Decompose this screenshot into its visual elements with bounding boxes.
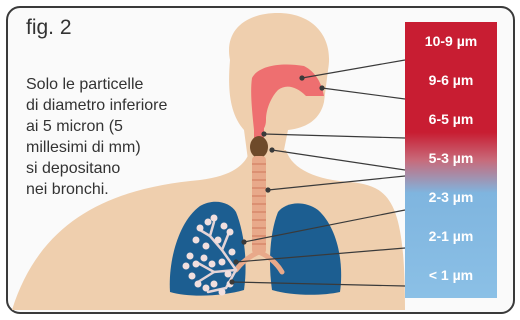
caption-line: Solo le particelle bbox=[26, 74, 216, 95]
caption-line: si depositano bbox=[26, 158, 216, 179]
scale-label-10-9: 10-9 µm bbox=[405, 22, 497, 61]
particle-size-scale: 10-9 µm 9-6 µm 6-5 µm 5-3 µm 2-3 µm 2-1 … bbox=[405, 22, 497, 298]
scale-label-lt1: < 1 µm bbox=[405, 256, 497, 295]
figure-label: fig. 2 bbox=[26, 16, 72, 40]
caption-line: ai 5 micron (5 bbox=[26, 116, 216, 137]
caption-line: di diametro inferiore bbox=[26, 95, 216, 116]
scale-label-5-3: 5-3 µm bbox=[405, 139, 497, 178]
scale-label-9-6: 9-6 µm bbox=[405, 61, 497, 100]
caption-line: nei bronchi. bbox=[26, 179, 216, 200]
caption-text: Solo le particelle di diametro inferiore… bbox=[26, 74, 216, 200]
scale-label-6-5: 6-5 µm bbox=[405, 100, 497, 139]
scale-label-2-1: 2-1 µm bbox=[405, 217, 497, 256]
caption-line: millesimi di mm) bbox=[26, 137, 216, 158]
scale-label-2-3: 2-3 µm bbox=[405, 178, 497, 217]
larynx bbox=[250, 136, 268, 158]
